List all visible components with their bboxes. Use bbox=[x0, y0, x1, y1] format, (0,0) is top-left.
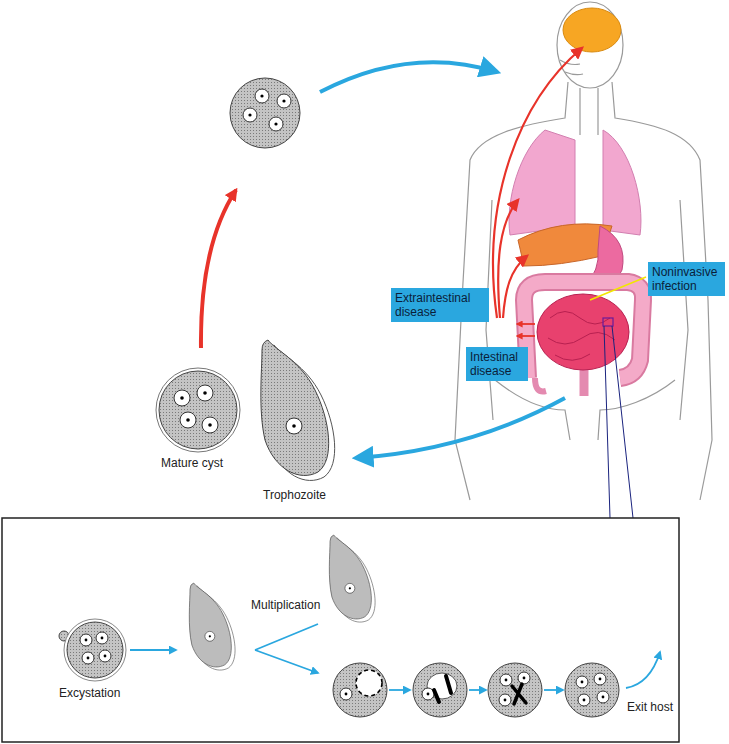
inset-panel bbox=[2, 518, 679, 742]
label-box: Intestinal disease bbox=[466, 347, 528, 381]
cyst bbox=[156, 368, 240, 452]
cyst bbox=[565, 663, 619, 717]
cycle-arrow bbox=[356, 398, 565, 458]
lung bbox=[603, 130, 641, 235]
label-box: Noninvasive infection bbox=[648, 262, 725, 296]
stage-label: Exit host bbox=[626, 700, 674, 714]
stage-arrow bbox=[389, 652, 660, 690]
box-text: Intestinal disease bbox=[470, 350, 524, 378]
cyst bbox=[413, 663, 467, 717]
stage-label: Mature cyst bbox=[160, 456, 224, 470]
box-text: Extraintestinal disease bbox=[395, 291, 485, 319]
stage-label: Trophozoite bbox=[262, 488, 327, 502]
leader-line bbox=[590, 277, 646, 300]
stage-label: Multiplication bbox=[250, 598, 321, 612]
trophozoite bbox=[329, 535, 375, 622]
brain bbox=[563, 8, 621, 52]
cycle-arrow bbox=[320, 62, 497, 92]
cycle-arrow bbox=[201, 190, 236, 348]
intestine bbox=[524, 282, 643, 396]
label-box: Extraintestinal disease bbox=[391, 288, 489, 322]
inset-marker bbox=[603, 318, 613, 326]
box-text: Noninvasive infection bbox=[652, 265, 721, 293]
trophozoite bbox=[189, 583, 235, 670]
cyst bbox=[59, 619, 126, 681]
inset-leader bbox=[604, 326, 633, 518]
stage-arrow bbox=[255, 624, 318, 673]
body-outline bbox=[455, 2, 712, 500]
spread-arrow bbox=[493, 48, 582, 336]
stage-arrow bbox=[130, 649, 176, 651]
stage-label: Excystation bbox=[58, 686, 121, 700]
cyst bbox=[230, 78, 300, 148]
cyst bbox=[333, 663, 387, 717]
lung bbox=[509, 130, 575, 235]
trophozoite bbox=[261, 340, 335, 480]
cyst bbox=[488, 663, 542, 717]
